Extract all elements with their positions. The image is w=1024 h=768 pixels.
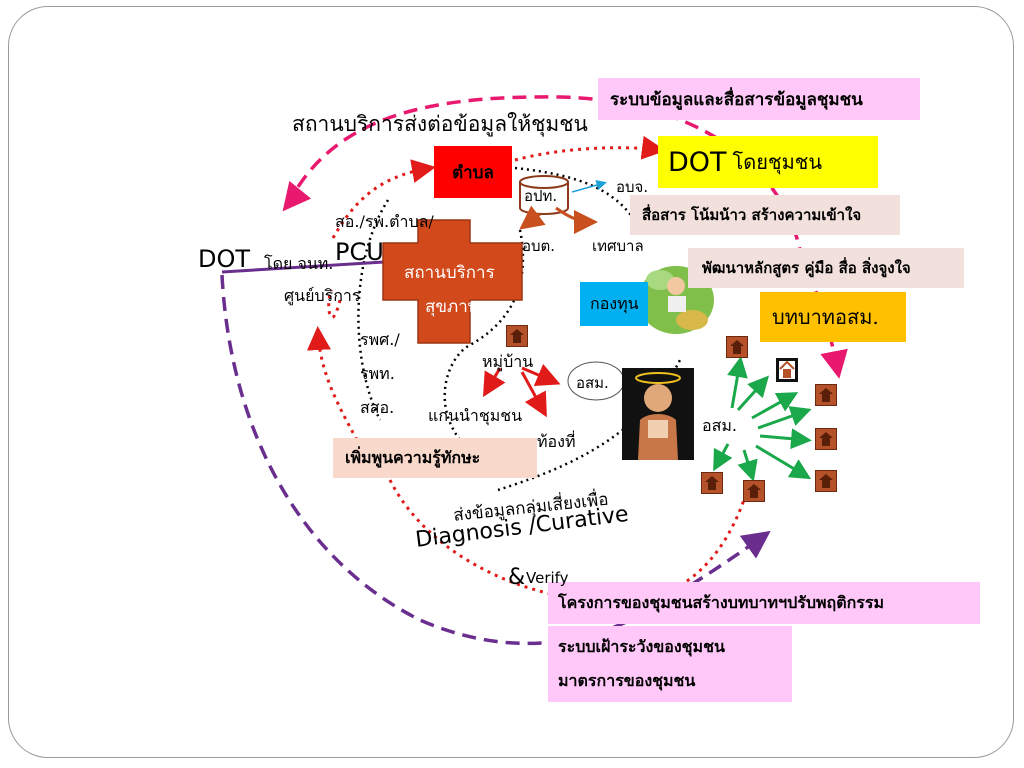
dot-left-thai-label: โดย จนท. [264, 254, 334, 273]
osm-photo-image [622, 368, 694, 460]
red-dotted-top-right [514, 135, 666, 162]
opt-label: อปท. [524, 187, 558, 205]
obj-label: อบจ. [616, 178, 649, 196]
obt-label: อบต. [522, 237, 556, 255]
municipality-label: เทศบาล [592, 237, 644, 255]
house-icon [815, 384, 837, 406]
dot-community-label: DOT [668, 146, 727, 178]
measures-text: มาตรการของชุมชน [558, 671, 696, 690]
village-label: หมู่บ้าน [482, 352, 534, 371]
rps-label: รพศ./ [360, 330, 400, 349]
purple-dot-line [221, 260, 386, 274]
red-dotted-left-down [327, 289, 342, 319]
health-service-label-2: สุขภาพ [425, 297, 479, 317]
fund-text: กองทุน [590, 293, 639, 313]
house-icon [701, 472, 723, 494]
village-arrow-down [520, 371, 547, 418]
verify-label: Verify [526, 569, 569, 587]
house-icon [726, 336, 748, 358]
sso-label: สสอ. [360, 398, 395, 417]
osm-bubble-label: อสม. [576, 374, 609, 392]
role-box: บทบาทอสม. [760, 292, 906, 342]
opt-arrow-top [571, 179, 607, 193]
skills-text: เพิ่มพูนความรู้ทักษะ [345, 447, 481, 467]
red-dotted-bottom-loop [388, 479, 747, 603]
magenta-arrow-left-head [282, 180, 312, 212]
red-dotted-left-up [306, 326, 359, 441]
black-house-icon [776, 358, 798, 382]
surveillance-box: ระบบเฝ้าระวังของชุมชน มาตรการของชุมชน [548, 626, 792, 702]
black-dotted-boundary [497, 166, 682, 492]
local-label: ท้องที่ [537, 432, 576, 451]
service-center-label: ศูนย์บริการ [284, 286, 361, 305]
info-system-box: ระบบข้อมูลและสื่อสารข้อมูลชุมชน [598, 78, 920, 120]
dot-community-box: DOT โดยชุมชน [658, 136, 878, 188]
black-dotted-inner-circle [357, 199, 525, 441]
top-service-label: สถานบริการส่งต่อข้อมูลให้ชุมชน [292, 112, 588, 136]
communicate-box: สื่อสาร โน้มน้าว สร้างความเข้าใจ [630, 195, 900, 235]
slide-frame [8, 6, 1014, 758]
tambon-box: ตำบล [434, 146, 512, 198]
village-arrow-left [482, 367, 506, 398]
dot-community-thai: โดยชุมชน [732, 150, 822, 174]
projects-box: โครงการของชุมชนสร้างบทบาทฯปรับพฤติกรรม [548, 582, 980, 624]
house-icon [815, 428, 837, 450]
info-system-text: ระบบข้อมูลและสื่อสารข้อมูลชุมชน [610, 89, 863, 110]
skills-box: เพิ่มพูนความรู้ทักษะ [333, 438, 537, 478]
pcu-label: PCU [335, 238, 384, 266]
communicate-text: สื่อสาร โน้มน้าว สร้างความเข้าใจ [642, 206, 862, 224]
village-arrow-right [521, 363, 561, 387]
surveillance-text: ระบบเฝ้าระวังของชุมชน [558, 637, 725, 656]
red-dotted-top-arc [331, 159, 436, 239]
projects-text: โครงการของชุมชนสร้างบทบาทฯปรับพฤติกรรม [558, 592, 885, 612]
dot-left-label: DOT [198, 245, 251, 273]
house-icon-village [506, 325, 528, 347]
develop-text: พัฒนาหลักสูตร คู่มือ สื่อ สิ่งจูงใจ [702, 259, 911, 277]
health-service-cross [382, 219, 523, 344]
green-arrows [713, 356, 812, 482]
develop-box: พัฒนาหลักสูตร คู่มือ สื่อ สิ่งจูงใจ [688, 248, 964, 288]
house-icon [815, 470, 837, 492]
house-icon [743, 480, 765, 502]
osm-right-label: อสม. [702, 416, 738, 435]
verify-amp-label: & [508, 565, 526, 590]
health-service-label-1: สถานบริการ [404, 263, 495, 283]
tambon-text: ตำบล [452, 162, 494, 183]
rpt-label: รพท. [360, 364, 395, 383]
leader-label: แกนนำชุมชน [428, 406, 523, 425]
fund-box: กองทุน [580, 282, 648, 326]
opt-arrow-left [519, 205, 546, 230]
opt-arrow-right [555, 206, 598, 234]
so-hospital-label: สอ./รพ.ตำบล/ [335, 212, 434, 231]
role-text: บทบาทอสม. [772, 305, 879, 329]
